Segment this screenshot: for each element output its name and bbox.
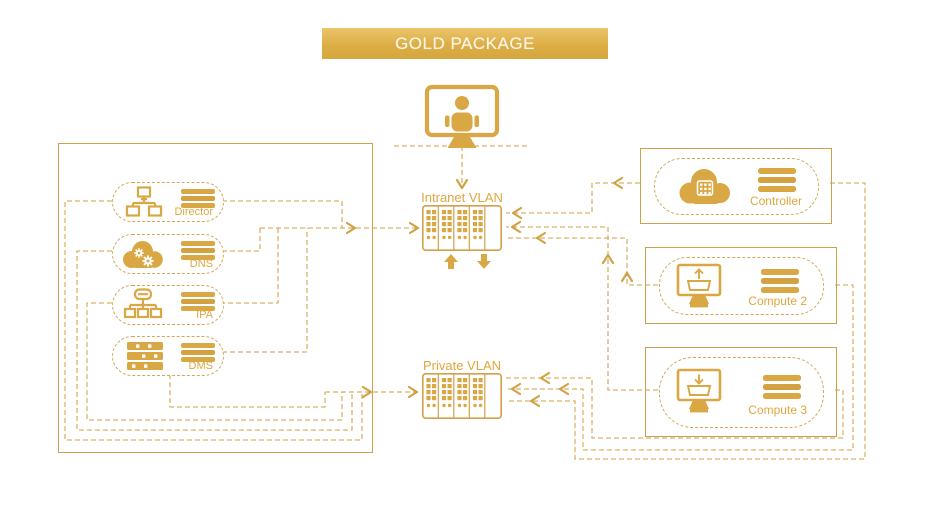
sitemap-icon [125,186,163,217]
flow-arrowheads [345,176,634,408]
hierarchy-icon [123,288,163,319]
title-banner: GOLD PACKAGE [322,28,608,59]
monitor-download-icon [676,368,722,413]
node-dms: DMS [112,336,224,376]
user-terminal-connectors [394,145,530,186]
private-vlan-label: Private VLAN [422,358,502,373]
compute3-box: Compute 3 [645,347,837,437]
controller-box: Controller [640,148,832,224]
node-dns: DNS [112,234,224,274]
left-to-private-connectors [64,200,420,441]
node-controller: Controller [654,158,819,215]
node-label: Director [174,206,213,218]
server-rack-icon [127,342,163,370]
node-ipa: IPA [112,285,224,325]
title-text: GOLD PACKAGE [395,33,535,53]
node-label: DNS [189,258,213,270]
node-label: DMS [188,360,213,372]
intranet-vlan-label: Intranet VLAN [421,190,503,205]
server-stack-icon [758,168,796,192]
node-label: IPA [196,309,213,321]
server-stack-icon [763,375,801,399]
compute2-box: Compute 2 [645,247,837,324]
left-group-box [58,143,373,453]
monitor-upload-icon [676,263,722,308]
node-label: Compute 3 [748,403,807,417]
private-switch-icon [422,373,502,419]
node-compute2: Compute 2 [659,257,824,315]
left-to-intranet-connectors [220,200,420,353]
intranet-switch-icon [422,205,502,251]
cloud-chip-icon [679,169,730,204]
node-label: Controller [749,194,802,208]
node-label: Compute 2 [748,294,807,308]
right-to-private-connectors [506,182,866,460]
node-director: Director [112,182,224,222]
cloud-gears-icon [123,241,163,268]
right-to-intranet-connectors [506,182,658,391]
user-monitor-icon [424,84,500,148]
up-down-arrows-icon [444,254,491,269]
node-compute3: Compute 3 [659,357,824,428]
server-stack-icon [761,269,799,293]
